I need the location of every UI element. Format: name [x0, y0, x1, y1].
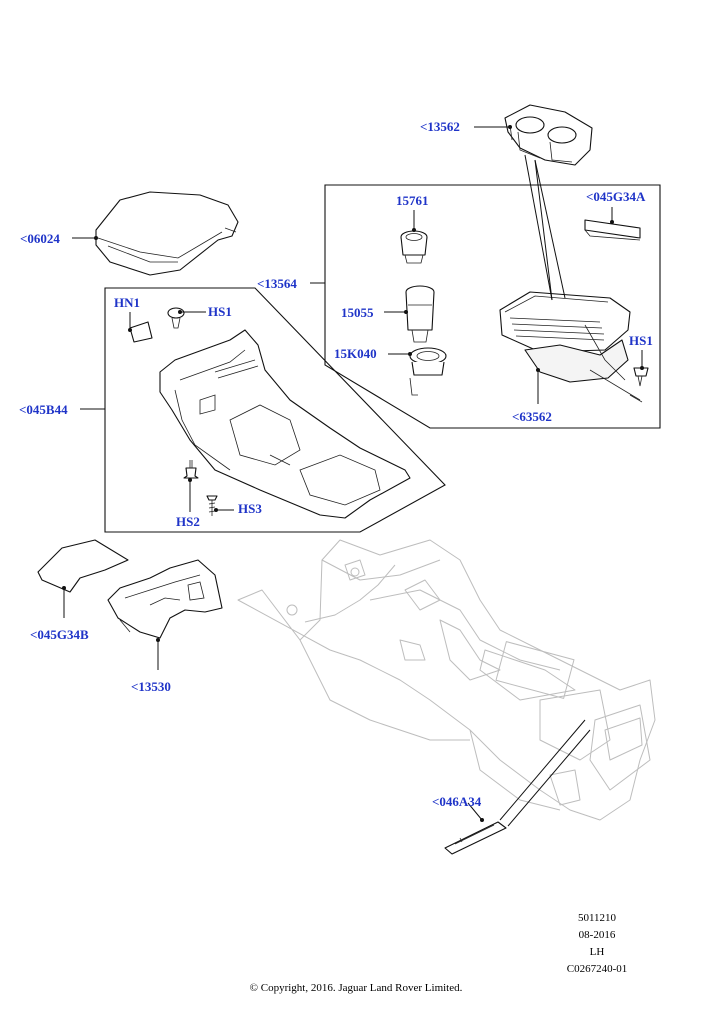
callout-63562[interactable]: <63562: [512, 409, 552, 424]
callout-06024[interactable]: <06024: [20, 231, 60, 246]
cupholder-part: [504, 104, 593, 166]
bracket-13530-part: [107, 559, 223, 639]
leader-lines: [63, 126, 643, 827]
clip-HN1-part: [129, 321, 153, 343]
cover-045G34B-part: [37, 539, 129, 593]
callout-13530[interactable]: <13530: [131, 679, 171, 694]
callout-045G34A[interactable]: <045G34A: [586, 189, 646, 204]
callout-045B44[interactable]: <045B44: [19, 402, 68, 417]
callout-HS1-left[interactable]: HS1: [208, 304, 232, 319]
socket-15055-part: [405, 285, 435, 343]
group-box-13564: [324, 184, 661, 429]
callout-HS2[interactable]: HS2: [176, 514, 200, 529]
cover-045G34A-part: [584, 219, 641, 239]
callout-HS1-right[interactable]: HS1: [629, 333, 653, 348]
reference-code: C0267240-01: [566, 963, 628, 975]
callout-13564[interactable]: <13564: [257, 276, 297, 291]
callout-HS3[interactable]: HS3: [238, 501, 262, 516]
console-panel-part: [159, 329, 411, 519]
callout-15761[interactable]: 15761: [396, 193, 429, 208]
group-box-045B44: [104, 287, 446, 533]
bolt-HS2-part: [183, 460, 199, 479]
armrest-part: [95, 191, 239, 276]
callout-13562[interactable]: <13562: [420, 119, 460, 134]
callout-15055[interactable]: 15055: [341, 305, 374, 320]
reference-date: 08-2016: [578, 929, 616, 941]
stowage-63562-part: [499, 291, 643, 403]
reference-number: 5011210: [577, 912, 617, 924]
screw-HS3-part: [206, 495, 218, 516]
strip-046A34-part: [444, 821, 507, 855]
console-assembly-ghost: [237, 539, 656, 821]
screw-HS1-right-part: [633, 367, 649, 387]
callout-046A34[interactable]: <046A34: [432, 794, 482, 809]
reference-side: LH: [589, 946, 605, 958]
copyright-text: © Copyright, 2016. Jaguar Land Rover Lim…: [249, 982, 463, 994]
callout-15K040[interactable]: 15K040: [334, 346, 377, 361]
callout-045G34B[interactable]: <045G34B: [30, 627, 89, 642]
leader-dots: [62, 125, 644, 822]
callout-HN1[interactable]: HN1: [114, 295, 140, 310]
ring-15K040-part: [409, 347, 447, 396]
reference-block: 5011210 08-2016 LH C0267240-01: [552, 912, 642, 976]
socket-15761-part: [400, 230, 428, 264]
